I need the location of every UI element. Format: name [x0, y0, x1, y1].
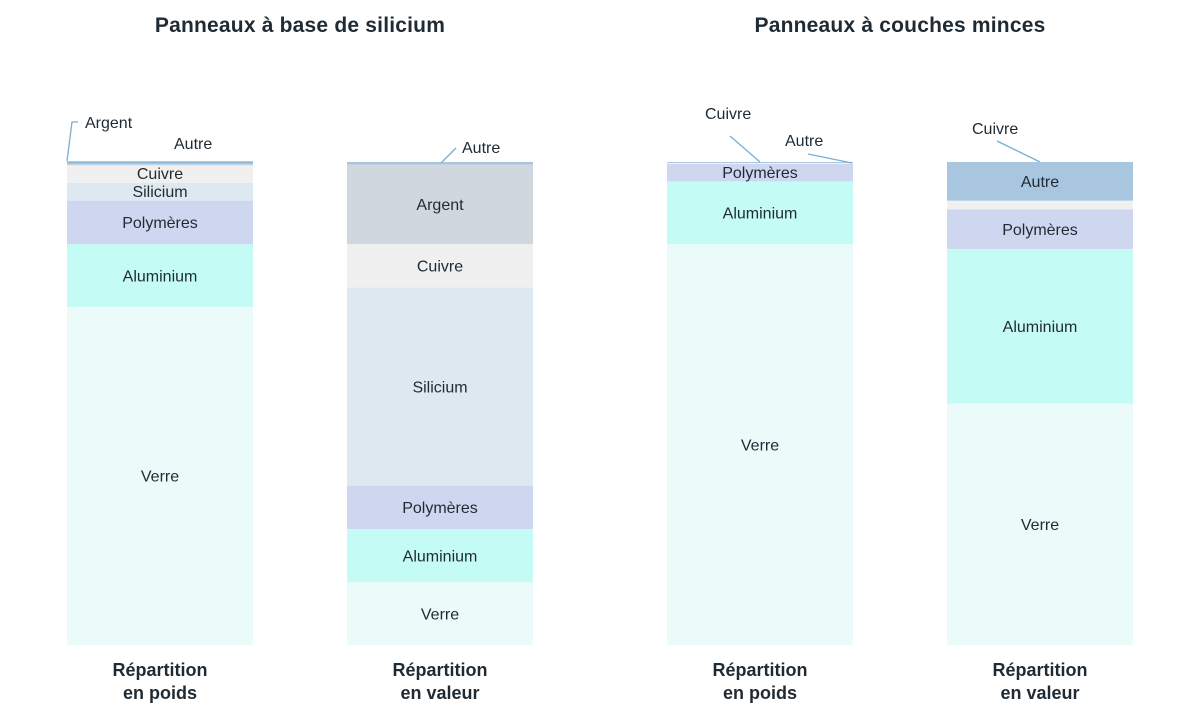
category-label-line1: Répartition [712, 660, 807, 680]
segment-label-cuivre: Cuivre [972, 121, 1018, 138]
bar-segment-autre [667, 162, 853, 163]
bar-segment-cuivre [347, 244, 533, 288]
callout-line-autre [440, 147, 457, 164]
bar-segment-autre [947, 162, 1133, 201]
callout-line-argent [66, 121, 78, 162]
segment-label-cuivre: Cuivre [417, 259, 463, 276]
segment-label-autre: Autre [1021, 174, 1059, 191]
segment-label-verre: Verre [141, 469, 179, 486]
bar-segment-polymeres [947, 209, 1133, 249]
bar-segment-argent [347, 164, 533, 245]
chart-title-thin-film: Panneaux à couches minces [754, 14, 1046, 37]
bar-segment-aluminium [947, 248, 1133, 404]
bar-segment-aluminium [667, 181, 853, 245]
segment-label-silicium: Silicium [412, 379, 467, 396]
segment-label-verre: Verre [1021, 517, 1059, 534]
segment-label-autre: Autre [785, 133, 823, 150]
segment-label-verre: Verre [741, 437, 779, 454]
bar-segment-polymeres [347, 485, 533, 530]
segment-label-verre: Verre [421, 606, 459, 623]
segment-label-aluminium: Aluminium [403, 548, 478, 565]
bar-segment-polymeres [67, 200, 253, 245]
category-label-line1: Répartition [992, 660, 1087, 680]
category-label-line2: en valeur [400, 683, 479, 703]
bar-segment-aluminium [347, 529, 533, 583]
category-label-line2: en valeur [1000, 683, 1079, 703]
callout-line-autre [807, 153, 853, 164]
segment-label-polymeres: Polymères [722, 165, 798, 182]
bar-segment-verre [67, 306, 253, 645]
segment-label-aluminium: Aluminium [1003, 319, 1078, 336]
segment-label-polymeres: Polymères [402, 500, 478, 517]
callout-line-cuivre [729, 135, 761, 163]
bar-segment-polymeres [667, 163, 853, 182]
category-label-line2: en poids [123, 683, 197, 703]
callout-line-cuivre [996, 140, 1041, 163]
segment-label-polymeres: Polymères [1002, 222, 1078, 239]
bar-segment-verre [667, 244, 853, 646]
segment-label-argent: Argent [85, 115, 133, 132]
segment-label-silicium: Silicium [132, 184, 187, 201]
bar-segment-autre [67, 162, 253, 165]
segment-label-aluminium: Aluminium [123, 268, 198, 285]
bar-segment-cuivre [67, 164, 253, 183]
bar-segment-autre [347, 162, 533, 165]
bar-segment-aluminium [67, 244, 253, 307]
segment-label-argent: Argent [416, 197, 464, 214]
chart-title-silicon: Panneaux à base de silicium [154, 14, 446, 37]
bar-segment-argent [67, 164, 253, 166]
bar-segment-verre [947, 403, 1133, 645]
bar-segment-cuivre [947, 200, 1133, 210]
segment-label-autre: Autre [462, 140, 500, 157]
category-label-line1: Répartition [392, 660, 487, 680]
category-label-line2: en poids [723, 683, 797, 703]
segment-label-polymeres: Polymères [122, 215, 198, 232]
bar-segment-verre [347, 582, 533, 645]
segment-label-cuivre: Cuivre [705, 106, 751, 123]
bar-segment-silicium [67, 182, 253, 201]
segment-label-aluminium: Aluminium [723, 205, 798, 222]
segment-label-autre: Autre [174, 136, 212, 153]
bar-segment-cuivre [667, 162, 853, 164]
category-label-line1: Répartition [112, 660, 207, 680]
bar-segment-silicium [347, 287, 533, 486]
segment-label-cuivre: Cuivre [137, 166, 183, 183]
